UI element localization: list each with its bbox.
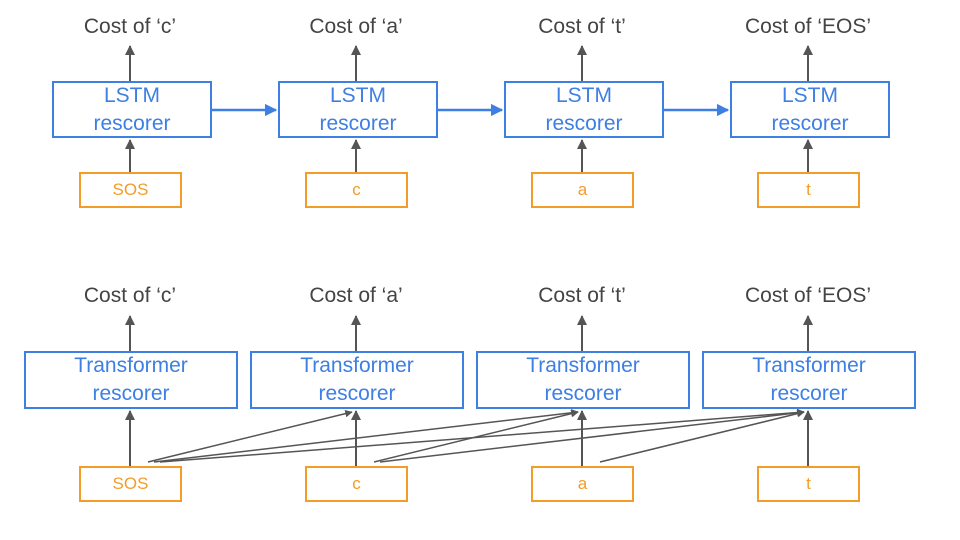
- transformer-rescorer-box: Transformer rescorer: [250, 351, 464, 409]
- lstm-cost-label: Cost of ‘t’: [538, 15, 626, 38]
- lstm-rescorer-box: LSTM rescorer: [52, 81, 212, 138]
- transformer-cost-label: Cost of ‘t’: [538, 284, 626, 307]
- transformer-box-line1: Transformer: [74, 354, 188, 377]
- transformer-box-line2: rescorer: [92, 382, 170, 405]
- transformer-box-line2: rescorer: [770, 382, 848, 405]
- transformer-input-token: a: [531, 466, 634, 502]
- transformer-input-token: SOS: [79, 466, 182, 502]
- attention-arrow: [153, 409, 579, 463]
- transformer-box-line2: rescorer: [318, 382, 396, 405]
- transformer-box-line2: rescorer: [544, 382, 622, 405]
- transformer-cost-label: Cost of ‘EOS’: [744, 284, 872, 307]
- attention-arrow: [159, 408, 805, 463]
- lstm-input-token: SOS: [79, 172, 182, 208]
- transformer-input-token: t: [757, 466, 860, 502]
- transformer-rescorer-box: Transformer rescorer: [24, 351, 238, 409]
- lstm-input-token: a: [531, 172, 634, 208]
- lstm-box-line1: LSTM: [329, 83, 386, 107]
- transformer-box-line1: Transformer: [752, 354, 866, 377]
- lstm-box-line1: LSTM: [555, 83, 612, 107]
- lstm-box-line1: LSTM: [781, 83, 838, 107]
- lstm-box-line2: rescorer: [93, 111, 171, 135]
- transformer-box-line1: Transformer: [300, 354, 414, 377]
- lstm-input-token: c: [305, 172, 408, 208]
- transformer-box-line1: Transformer: [526, 354, 640, 377]
- transformer-cost-label: Cost of ‘a’: [309, 284, 403, 307]
- transformer-cost-label: Cost of ‘c’: [83, 284, 177, 307]
- lstm-cost-label: Cost of ‘EOS’: [744, 15, 872, 38]
- attention-arrow: [379, 409, 805, 463]
- attention-arrow: [373, 409, 579, 463]
- lstm-rescorer-box: LSTM rescorer: [730, 81, 890, 138]
- transformer-input-token: c: [305, 466, 408, 502]
- lstm-box-line2: rescorer: [545, 111, 623, 135]
- lstm-cost-label: Cost of ‘a’: [309, 15, 403, 38]
- transformer-rescorer-box: Transformer rescorer: [702, 351, 916, 409]
- lstm-cost-label: Cost of ‘c’: [83, 15, 177, 38]
- attention-arrow: [599, 409, 805, 463]
- lstm-rescorer-box: LSTM rescorer: [278, 81, 438, 138]
- lstm-rescorer-box: LSTM rescorer: [504, 81, 664, 138]
- lstm-box-line1: LSTM: [103, 83, 160, 107]
- attention-arrow: [147, 409, 353, 463]
- lstm-box-line2: rescorer: [319, 111, 397, 135]
- transformer-rescorer-box: Transformer rescorer: [476, 351, 690, 409]
- lstm-box-line2: rescorer: [771, 111, 849, 135]
- lstm-input-token: t: [757, 172, 860, 208]
